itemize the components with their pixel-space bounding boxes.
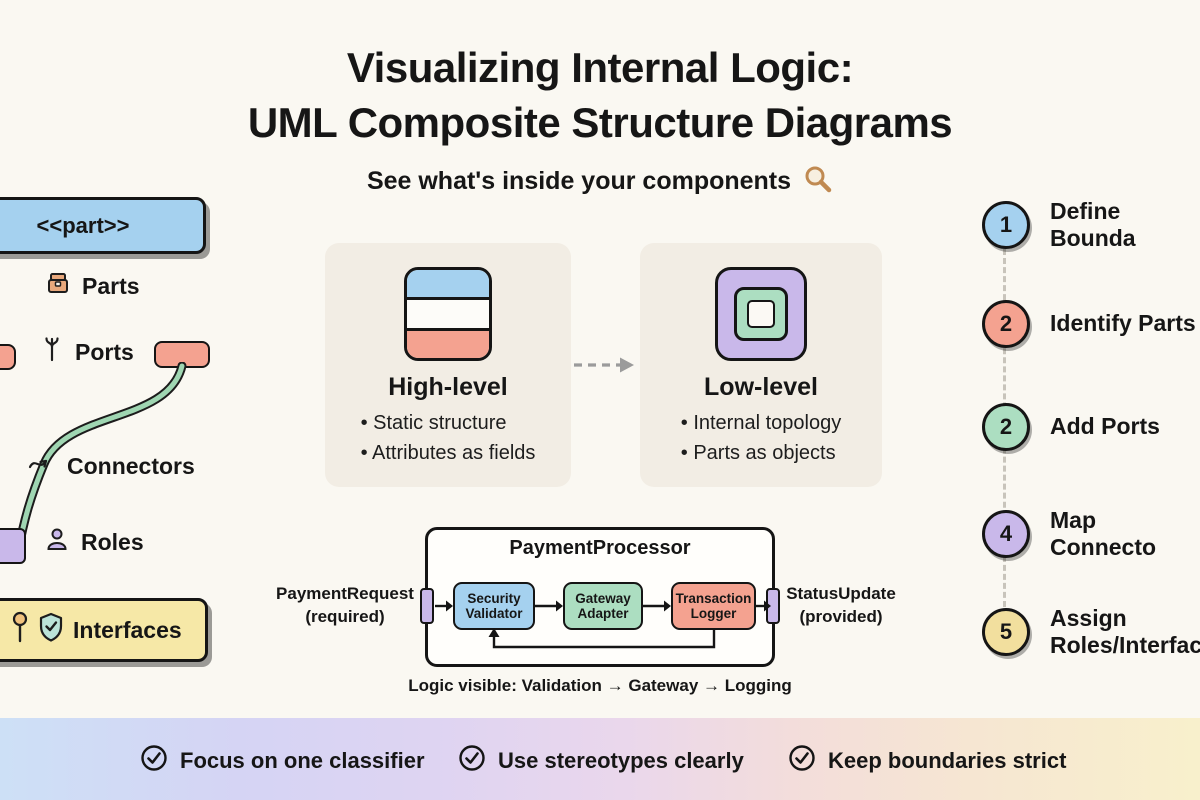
step-2-number: 2	[982, 300, 1030, 348]
shield-check-icon	[38, 612, 64, 648]
legend-connectors-label: Connectors	[67, 452, 195, 479]
output-port	[766, 588, 780, 624]
logic-caption: Logic visible: Validation → Gateway → Lo…	[408, 676, 792, 695]
role-icon	[44, 526, 70, 558]
footer-item-2: Use stereotypes clearly	[458, 744, 744, 777]
required-interface-kind: (required)	[305, 606, 385, 626]
high-level-card: High-level • Static structure • Attribut…	[325, 243, 571, 487]
high-level-bullet-2: • Attributes as fields	[360, 441, 536, 464]
subtitle-text: See what's inside your components	[366, 167, 792, 195]
title-line-1: Visualizing Internal Logic:	[346, 44, 854, 91]
title-line-2: UML Composite Structure Diagrams	[247, 99, 953, 147]
check-circle-icon	[140, 744, 168, 777]
step-3-label: Add Ports	[1050, 413, 1160, 440]
required-interface-name: PaymentRequest	[276, 584, 414, 603]
check-circle-icon	[788, 744, 816, 777]
interfaces-box: Interfaces	[0, 598, 208, 662]
part-stereotype-box: <<part>>	[0, 197, 206, 254]
footer-item-1: Focus on one classifier	[140, 744, 425, 777]
legend-ports: Ports	[40, 336, 134, 368]
role-part-shape	[0, 528, 26, 564]
node-security-validator: Security Validator	[453, 582, 535, 630]
provided-interface-name: StatusUpdate	[786, 584, 896, 603]
legend-roles: Roles	[44, 526, 144, 558]
footer-label-2: Use stereotypes clearly	[498, 747, 744, 773]
class-box-band-bottom	[407, 327, 489, 358]
step-4: 4 Map Connecto	[982, 507, 1200, 561]
nested-structure-core	[747, 300, 775, 328]
node-transaction-logger: Transaction Logger	[671, 582, 756, 630]
nested-structure-icon	[715, 267, 807, 361]
connector-curve	[13, 362, 187, 557]
footer-bar	[0, 718, 1200, 800]
subtitle-row: See what's inside your components	[0, 164, 1200, 199]
provided-interface-kind: (provided)	[799, 606, 883, 626]
check-circle-icon	[458, 744, 486, 777]
magnifier-icon	[803, 164, 833, 199]
node-gateway-adapter: Gateway Adapter	[563, 582, 643, 630]
step-1-number: 1	[982, 201, 1030, 250]
input-port	[420, 588, 434, 624]
dashed-transition-arrow	[574, 357, 634, 373]
low-level-bullets: • Internal topology • Parts as objects	[681, 409, 841, 468]
step-2: 2 Identify Parts	[982, 300, 1196, 348]
step-4-label: Map Connecto	[1050, 507, 1157, 561]
low-level-bullet-1: • Internal topology	[680, 412, 842, 434]
step-5-number: 5	[982, 608, 1030, 657]
package-icon	[45, 270, 71, 302]
legend-interfaces-label: Interfaces	[73, 616, 182, 643]
legend-parts-label: Parts	[82, 272, 140, 299]
step-1: 1 Define Bounda	[982, 198, 1200, 252]
nested-structure-inner	[734, 287, 788, 341]
squiggle-arrow-icon	[28, 452, 56, 480]
footer-label-1: Focus on one classifier	[180, 747, 425, 773]
class-box-band-top	[407, 270, 489, 298]
high-level-bullets: • Static structure • Attributes as field…	[361, 409, 536, 468]
class-box-band-middle	[407, 297, 489, 328]
step-3-number: 2	[982, 403, 1030, 451]
payment-processor-title: PaymentProcessor	[509, 537, 691, 559]
step-3: 2 Add Ports	[982, 403, 1160, 451]
class-box-icon	[404, 267, 492, 361]
step-5-label: Assign Roles/Interfac	[1050, 605, 1200, 659]
legend-ports-label: Ports	[75, 338, 134, 365]
required-interface-label: PaymentRequest (required)	[276, 583, 414, 629]
step-2-label: Identify Parts	[1050, 310, 1196, 337]
payment-processor-box: PaymentProcessor Security Validator Gate…	[420, 527, 780, 667]
step-5: 5 Assign Roles/Interfac	[982, 605, 1200, 659]
page-title: Visualizing Internal Logic: UML Composit…	[0, 40, 1200, 151]
fork-icon	[40, 336, 64, 368]
part-stereotype-label: <<part>>	[36, 212, 130, 238]
footer-label-3: Keep boundaries strict	[828, 747, 1067, 773]
low-level-title: Low-level	[704, 373, 818, 401]
port-shape-left	[0, 344, 16, 370]
low-level-bullet-2: • Parts as objects	[680, 441, 836, 464]
provided-interface-label: StatusUpdate (provided)	[785, 583, 897, 629]
legend-connectors: Connectors	[28, 452, 195, 480]
legend-parts: Parts	[45, 270, 140, 302]
legend-roles-label: Roles	[81, 528, 144, 555]
high-level-title: High-level	[388, 373, 508, 401]
lollipop-icon	[11, 611, 29, 649]
footer-item-3: Keep boundaries strict	[788, 744, 1066, 777]
low-level-card: Low-level • Internal topology • Parts as…	[640, 243, 882, 487]
high-level-bullet-1: • Static structure	[360, 412, 507, 434]
step-4-number: 4	[982, 510, 1030, 559]
step-1-label: Define Bounda	[1050, 198, 1136, 252]
